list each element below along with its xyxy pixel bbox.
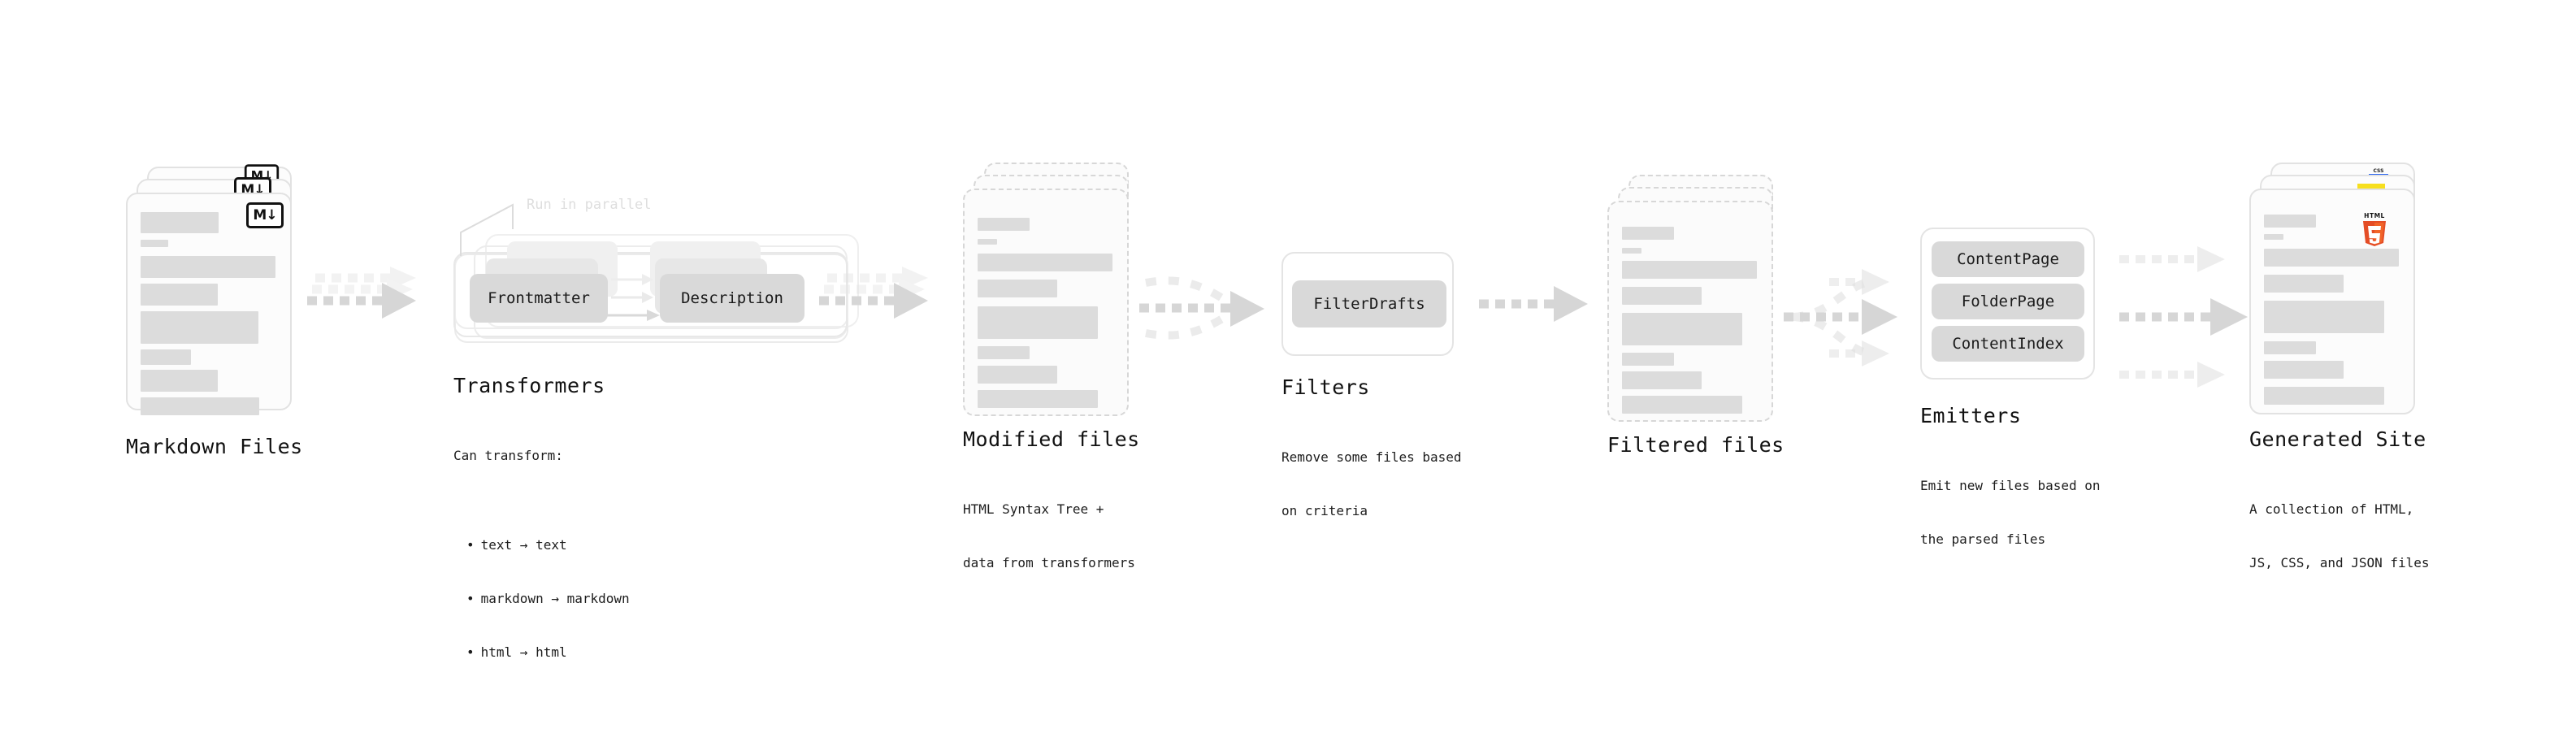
skeleton-bar (2264, 387, 2384, 405)
skeleton-bar (1622, 261, 1757, 279)
html5-badge: HTML (2359, 210, 2387, 246)
skeleton-bar (2264, 249, 2399, 267)
generated-site-subtitle: A collection of HTML, JS, CSS, and JSON … (2249, 465, 2430, 608)
skeleton-bar (141, 397, 259, 415)
caption-emitters: Emitters (1920, 404, 2022, 427)
skeleton-bar (978, 306, 1098, 339)
arrow-markdown-to-transformers (307, 267, 416, 319)
skeleton-bar (1622, 248, 1641, 254)
emitters-subtitle: Emit new files based on the parsed files (1920, 441, 2101, 584)
caption-modified-files: Modified files (963, 427, 1140, 451)
generated-site-card-stack: CSS HTML (2249, 163, 2420, 414)
skeleton-bar (141, 349, 191, 365)
markdown-card-front (126, 193, 292, 415)
modified-files-card-stack (963, 163, 1134, 416)
skeleton-bar (141, 212, 219, 233)
emitters-subtitle-line: the parsed files (1920, 531, 2046, 547)
pill-filterdrafts-label: FilterDrafts (1313, 295, 1425, 313)
filters-group-box (1281, 252, 1454, 356)
skeleton-bar (2264, 234, 2283, 240)
emitters-subtitle-line: Emit new files based on (1920, 478, 2101, 493)
skeleton-bar (141, 284, 218, 306)
generated-site-subtitle-line: A collection of HTML, (2249, 501, 2414, 517)
modified-files-subtitle-line: HTML Syntax Tree + (963, 501, 1104, 517)
skeleton-bar (2264, 215, 2316, 228)
pill-filterdrafts[interactable]: FilterDrafts (1292, 280, 1446, 327)
filters-subtitle-line: Remove some files based (1281, 449, 1462, 465)
skeleton-bar (141, 370, 218, 392)
filters-subtitle-line: on criteria (1281, 503, 1368, 518)
skeleton-bar (1622, 313, 1742, 345)
transformers-capability-item: text → text (466, 536, 630, 554)
caption-markdown-files: Markdown Files (126, 435, 303, 458)
modified-card-front (963, 189, 1129, 416)
skeleton-bar (1622, 227, 1674, 240)
skeleton-bar (978, 366, 1057, 384)
svg-text:HTML: HTML (2364, 212, 2385, 219)
skeleton-bar (2264, 341, 2316, 354)
markdown-badge: M↓ (246, 202, 284, 228)
caption-transformers: Transformers (453, 374, 605, 397)
arrow-filtered-to-emitters (1784, 269, 1897, 366)
skeleton-bar (1622, 396, 1742, 414)
arrow-modified-to-filters (1139, 276, 1264, 340)
skeleton-bar (1622, 371, 1702, 389)
transformers-subtitle: Can transform: text → text markdown → ma… (453, 411, 630, 733)
caption-filtered-files: Filtered files (1607, 433, 1785, 457)
skeleton-bar (141, 256, 275, 278)
skeleton-bar (978, 346, 1030, 359)
arrow-transformers-to-modified (819, 267, 928, 319)
skeleton-bar (2264, 275, 2344, 293)
run-in-parallel-leader-line (460, 203, 514, 256)
filters-subtitle: Remove some files based on criteria (1281, 413, 1462, 556)
arrow-emitters-to-site (2119, 246, 2248, 388)
skeleton-bar (1622, 287, 1702, 305)
pill-contentpage[interactable]: ContentPage (1932, 241, 2084, 277)
pill-folderpage[interactable]: FolderPage (1932, 284, 2084, 319)
pill-description[interactable]: Description (660, 274, 804, 323)
transformers-capability-list: text → text markdown → markdown html → h… (453, 501, 630, 697)
pill-contentindex-label: ContentIndex (1952, 335, 2064, 353)
skeleton-bar (141, 240, 168, 247)
modified-files-subtitle-line: data from transformers (963, 555, 1135, 570)
skeleton-bar (978, 390, 1098, 408)
skeleton-bar (141, 311, 258, 344)
markdown-files-card-stack: M↓ M↓ M↓ (126, 164, 297, 415)
pipeline-diagram: M↓ M↓ M↓ Markdown Files Run in parallel (0, 0, 2576, 681)
skeleton-bar (1622, 353, 1674, 366)
generated-site-subtitle-line: JS, CSS, and JSON files (2249, 555, 2430, 570)
transformers-subtitle-lead: Can transform: (453, 448, 563, 463)
modified-files-subtitle: HTML Syntax Tree + data from transformer… (963, 465, 1135, 608)
transformers-capability-item: html → html (466, 644, 630, 661)
caption-filters: Filters (1281, 375, 1370, 399)
pill-folderpage-label: FolderPage (1961, 293, 2055, 310)
generated-card-front (2249, 189, 2415, 414)
skeleton-bar (2264, 301, 2384, 333)
pill-contentindex[interactable]: ContentIndex (1932, 326, 2084, 362)
pill-contentpage-label: ContentPage (1957, 250, 2059, 268)
transformer-inner-arrows (606, 274, 660, 321)
run-in-parallel-label: Run in parallel (527, 197, 652, 213)
filtered-files-card-stack (1607, 175, 1778, 422)
skeleton-bar (978, 280, 1057, 297)
pill-frontmatter-label: Frontmatter (488, 289, 590, 307)
skeleton-bar (978, 254, 1112, 271)
skeleton-bar (978, 218, 1030, 231)
arrow-filters-to-filtered (1479, 286, 1588, 322)
skeleton-bar (978, 239, 997, 245)
pill-description-label: Description (681, 289, 783, 307)
skeleton-bar (2264, 361, 2344, 379)
filtered-card-front (1607, 201, 1773, 422)
svg-text:CSS: CSS (2374, 168, 2384, 174)
pill-frontmatter[interactable]: Frontmatter (470, 274, 608, 323)
markdown-badge-text: M↓ (253, 206, 277, 223)
emitters-group-box (1920, 228, 2095, 380)
caption-generated-site: Generated Site (2249, 427, 2426, 451)
transformers-capability-item: markdown → markdown (466, 590, 630, 608)
